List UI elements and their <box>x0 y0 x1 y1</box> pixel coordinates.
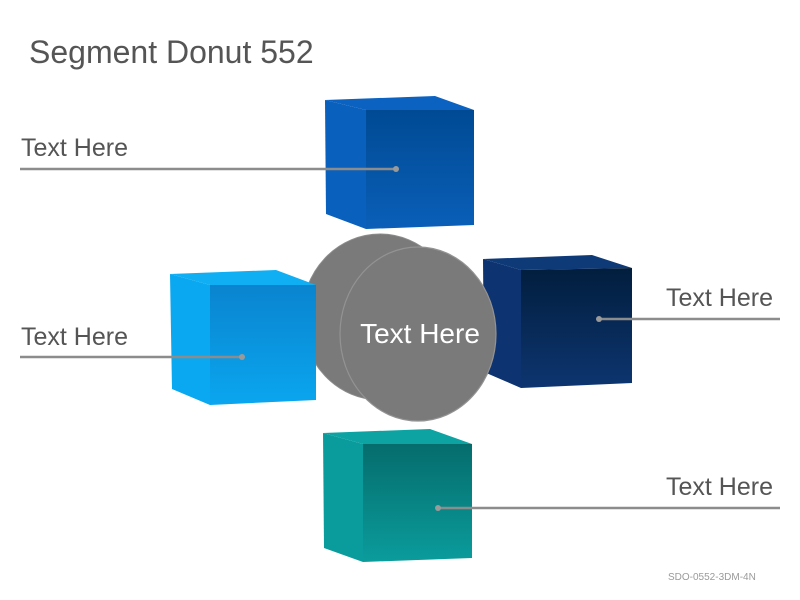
cylinder-front <box>339 246 497 422</box>
cube-right-top-face <box>483 255 632 270</box>
cube-right <box>483 255 632 388</box>
cube-left-left-face <box>170 274 210 405</box>
leader-line-2 <box>596 316 780 322</box>
center-label: Text Here <box>360 318 480 349</box>
segment-label-4: Text Here <box>666 473 773 501</box>
segment-label-2: Text Here <box>666 284 773 312</box>
cube-right-front-face <box>521 268 632 388</box>
leader-dot-2 <box>596 316 602 322</box>
cube-left-front-face <box>210 285 316 405</box>
leader-dot-4 <box>435 505 441 511</box>
cube-top-top-face <box>325 96 474 110</box>
slide-title: Segment Donut 552 <box>29 34 314 70</box>
segment-label-1: Text Here <box>21 134 128 162</box>
cube-bottom <box>323 429 472 562</box>
cube-bottom-left-face <box>323 433 363 562</box>
cube-top-front-face <box>366 110 474 229</box>
footer-code: SDO-0552-3DM-4N <box>668 572 756 583</box>
leader-dot-1 <box>393 166 399 172</box>
cube-left-top-face <box>170 270 316 285</box>
segment-label-3: Text Here <box>21 323 128 351</box>
cube-left <box>170 270 316 405</box>
cube-bottom-top-face <box>323 429 472 444</box>
leader-line-3 <box>20 354 245 360</box>
cube-top <box>325 96 474 229</box>
cube-bottom-front-face <box>363 444 472 562</box>
leader-dot-3 <box>239 354 245 360</box>
leader-line-4 <box>435 505 780 511</box>
leader-line-1 <box>20 166 399 172</box>
cube-top-left-face <box>325 100 366 229</box>
center-cylinder <box>301 233 497 422</box>
